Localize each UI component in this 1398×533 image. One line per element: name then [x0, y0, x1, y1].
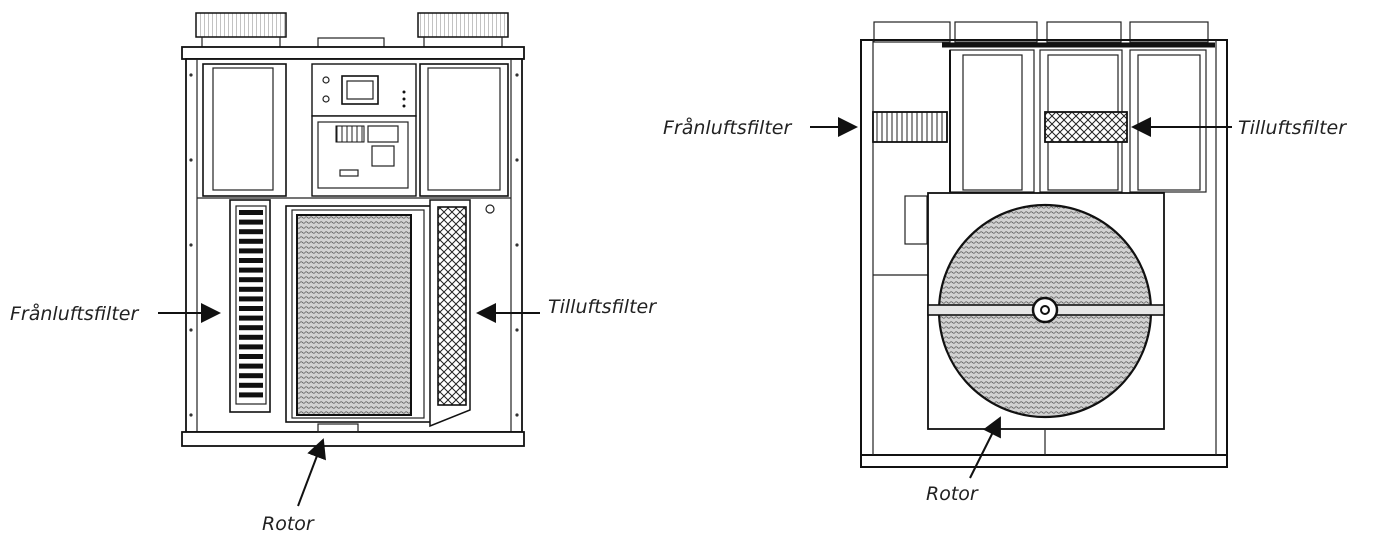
left-exhaust-filter-slots — [239, 210, 263, 398]
left-fan-housing-left — [202, 63, 287, 197]
left-duct-collar-right — [417, 12, 509, 48]
filter-slot — [239, 238, 263, 244]
left-exhaust-filter-label: Frånluftsfilter — [10, 302, 139, 325]
right-supply-filter — [1044, 111, 1128, 143]
left-top-bar — [181, 46, 525, 60]
filter-slot — [239, 286, 263, 292]
right-exhaust-filter-label: Frånluftsfilter — [663, 116, 792, 139]
filter-slot — [239, 373, 263, 379]
filter-slot — [239, 344, 263, 350]
left-circuit-board — [311, 115, 417, 197]
right-rotor-arrow — [969, 416, 1001, 479]
filter-slot — [239, 229, 263, 235]
right-exhaust-filter — [872, 111, 948, 143]
right-rotor-label: Rotor — [926, 483, 979, 505]
left-duct-collar-left — [195, 12, 287, 48]
right-unit: Frånluftsfilter Tilluftsfilter Rotor — [663, 21, 1347, 505]
filter-slot — [239, 392, 263, 398]
right-supply-filter-label: Tilluftsfilter — [1238, 117, 1347, 139]
left-rotor-arrow — [297, 438, 326, 507]
right-cabinet-frame — [860, 39, 1228, 468]
filter-slot — [239, 277, 263, 283]
left-rotor-filter — [296, 214, 412, 416]
left-base — [181, 431, 525, 447]
left-fan-housing-right — [419, 63, 509, 197]
right-fan-compartment-3 — [1129, 49, 1207, 193]
filter-slot — [239, 210, 263, 215]
filter-slot — [239, 334, 263, 340]
filter-slot — [239, 296, 263, 302]
left-rotor-label: Rotor — [262, 513, 315, 533]
filter-slot — [239, 363, 263, 369]
filter-slot — [239, 267, 263, 273]
filter-slot — [239, 315, 263, 321]
filter-slot — [239, 325, 263, 331]
left-supply-filter-label: Tilluftsfilter — [548, 296, 657, 318]
left-supply-filter — [429, 199, 471, 428]
filter-slot — [239, 306, 263, 311]
filter-slot — [239, 354, 263, 359]
left-unit: Frånluftsfilter Tilluftsfilter Rotor — [10, 12, 657, 533]
filter-slot — [239, 248, 263, 254]
left-control-panel — [311, 63, 417, 117]
filter-slot — [239, 382, 263, 388]
filter-slot — [239, 219, 263, 225]
filter-slot — [239, 258, 263, 263]
